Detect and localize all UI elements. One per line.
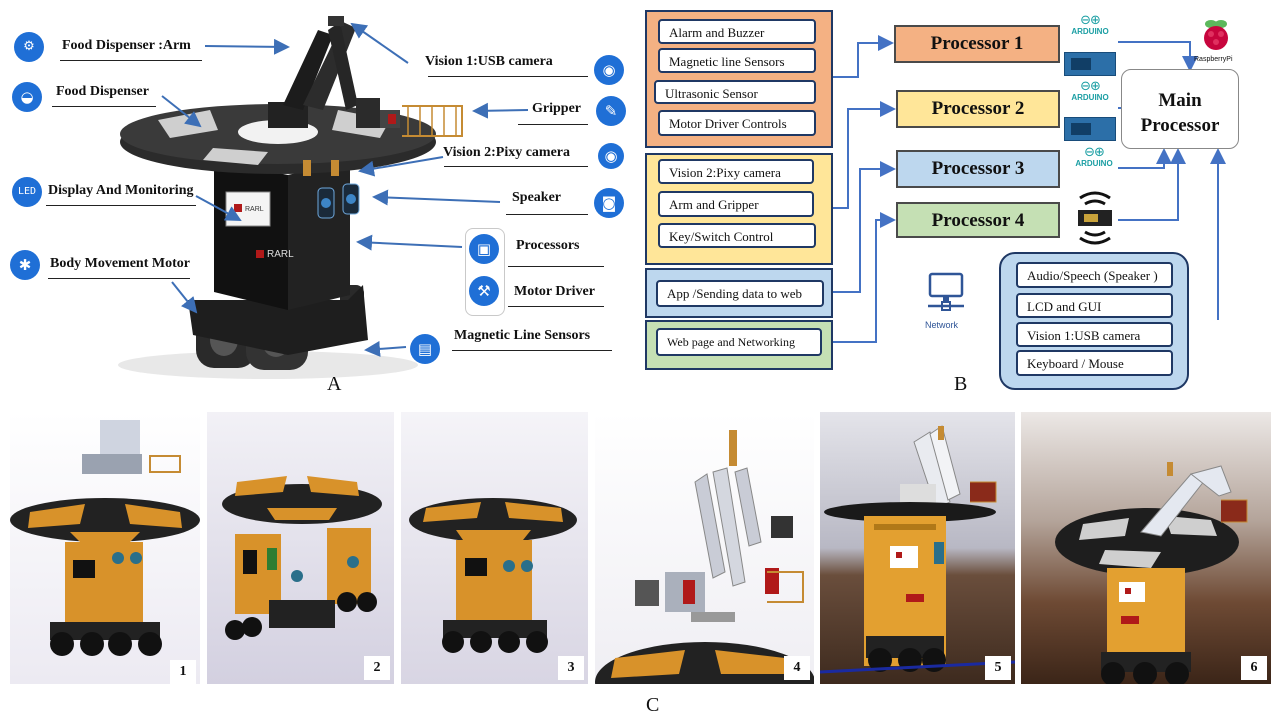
item-audio-speech: Audio/Speech (Speaker ) xyxy=(1016,262,1173,288)
webcam-icon: ◉ xyxy=(594,55,624,85)
gripper-icon: ✎ xyxy=(596,96,626,126)
arduino-label: ARDUINO xyxy=(1075,159,1113,168)
robot-brand-text: RARL xyxy=(267,249,294,260)
panel-b-connectors xyxy=(830,35,1226,343)
underline xyxy=(48,278,190,279)
pixy-camera-icon: ◉ xyxy=(598,143,624,169)
panel-letter-c: C xyxy=(646,694,660,716)
item-alarm-buzzer: Alarm and Buzzer xyxy=(658,19,816,44)
underline xyxy=(508,266,604,267)
network-icon xyxy=(928,272,964,311)
arduino-infinity-icon: ⊖⊕ xyxy=(1080,79,1101,94)
svg-text:RARL: RARL xyxy=(245,206,264,213)
underline xyxy=(506,214,588,215)
item-motor-driver-controls: Motor Driver Controls xyxy=(658,110,816,136)
label-processors: Processors xyxy=(516,238,580,253)
item-vision-pixy: Vision 2:Pixy camera xyxy=(658,159,814,184)
panel-letter-b: B xyxy=(954,373,968,395)
led-display-icon: LED xyxy=(12,177,42,207)
render-thumb-3 xyxy=(401,412,588,684)
render-thumb-5 xyxy=(820,412,1015,684)
label-motor-driver: Motor Driver xyxy=(514,284,595,299)
arduino-board-icon xyxy=(1064,117,1116,141)
label-body-movement-motor: Body Movement Motor xyxy=(50,256,190,271)
main-processor-box: Main Processor xyxy=(1121,69,1239,149)
robot-render-3 xyxy=(409,498,577,653)
underline xyxy=(52,106,156,107)
label-display-monitoring: Display And Monitoring xyxy=(48,183,194,198)
render-thumb-6 xyxy=(1021,412,1271,684)
underline xyxy=(428,76,588,77)
food-tray-icon: ◒ xyxy=(12,82,42,112)
main-processor-line2: Processor xyxy=(1140,115,1220,136)
raspberry-pi-label: RaspberryPi xyxy=(1194,56,1233,63)
processor-3-box: Processor 3 xyxy=(896,150,1060,188)
arduino-logo-2: ⊖⊕ ARDUINO xyxy=(1068,80,1112,102)
label-magnetic-line-sensors: Magnetic Line Sensors xyxy=(454,328,591,343)
sensor-icon: ▤ xyxy=(410,334,440,364)
item-vision-usb: Vision 1:USB camera xyxy=(1016,322,1173,347)
robot-render-6 xyxy=(1055,462,1248,684)
label-vision-pixy-camera: Vision 2:Pixy camera xyxy=(443,145,571,160)
item-web-networking: Web page and Networking xyxy=(656,328,822,356)
robot-render-2 xyxy=(222,476,382,640)
thumb-number-4: 4 xyxy=(784,656,810,680)
underline xyxy=(518,124,588,125)
item-ultrasonic-sensor: Ultrasonic Sensor xyxy=(654,80,816,104)
thumb-number-3: 3 xyxy=(558,656,584,680)
arduino-label: ARDUINO xyxy=(1071,27,1109,36)
robot-render-5 xyxy=(820,425,1015,674)
label-gripper: Gripper xyxy=(532,101,581,116)
item-key-switch: Key/Switch Control xyxy=(658,223,816,248)
network-label: Network xyxy=(925,320,959,330)
panel-letter-a: A xyxy=(327,373,342,395)
motor-icon: ⚒ xyxy=(469,276,499,306)
underline xyxy=(60,60,202,61)
label-vision-usb-camera: Vision 1:USB camera xyxy=(425,54,553,69)
label-speaker: Speaker xyxy=(512,190,561,205)
arduino-infinity-icon: ⊖⊕ xyxy=(1080,13,1101,28)
thumb-number-5: 5 xyxy=(985,656,1011,680)
label-food-dispenser-arm: Food Dispenser :Arm xyxy=(62,38,191,53)
chip-icon: ▣ xyxy=(469,234,499,264)
thumb-number-6: 6 xyxy=(1241,656,1267,680)
item-magnetic-line-sensors: Magnetic line Sensors xyxy=(658,48,816,73)
item-app-web: App /Sending data to web xyxy=(656,280,824,307)
wifi-module-icon xyxy=(1078,191,1112,245)
processor-2-box: Processor 2 xyxy=(896,90,1060,128)
underline xyxy=(452,350,612,351)
arduino-label: ARDUINO xyxy=(1071,93,1109,102)
processor-1-box: Processor 1 xyxy=(894,25,1060,63)
arduino-logo-3: ⊖⊕ ARDUINO xyxy=(1072,146,1116,168)
item-arm-gripper: Arm and Gripper xyxy=(658,191,814,217)
raspberry-pi-icon xyxy=(1204,20,1228,50)
underline xyxy=(46,205,196,206)
robot-arm-icon: ⚙ xyxy=(14,32,44,62)
arduino-board-icon xyxy=(1064,52,1116,76)
render-thumb-2 xyxy=(207,412,394,684)
underline xyxy=(508,306,604,307)
underline xyxy=(444,166,588,167)
arduino-logo-1: ⊖⊕ ARDUINO xyxy=(1068,14,1112,36)
thumb-number-1: 1 xyxy=(170,660,196,684)
item-lcd-gui: LCD and GUI xyxy=(1016,293,1173,318)
panel-a-arrows xyxy=(161,22,529,357)
wheel-icon: ✱ xyxy=(10,250,40,280)
item-keyboard-mouse: Keyboard / Mouse xyxy=(1016,350,1173,376)
label-food-dispenser: Food Dispenser xyxy=(56,84,149,99)
render-thumb-4 xyxy=(595,412,814,684)
processor-4-box: Processor 4 xyxy=(896,202,1060,238)
main-processor-line1: Main xyxy=(1158,90,1202,111)
arduino-infinity-icon: ⊖⊕ xyxy=(1084,145,1105,160)
robot-render-1 xyxy=(10,420,200,656)
arm-exploded-render xyxy=(595,430,814,684)
render-thumb-1 xyxy=(10,412,200,684)
speaker-icon: ◙ xyxy=(594,188,624,218)
thumb-number-2: 2 xyxy=(364,656,390,680)
